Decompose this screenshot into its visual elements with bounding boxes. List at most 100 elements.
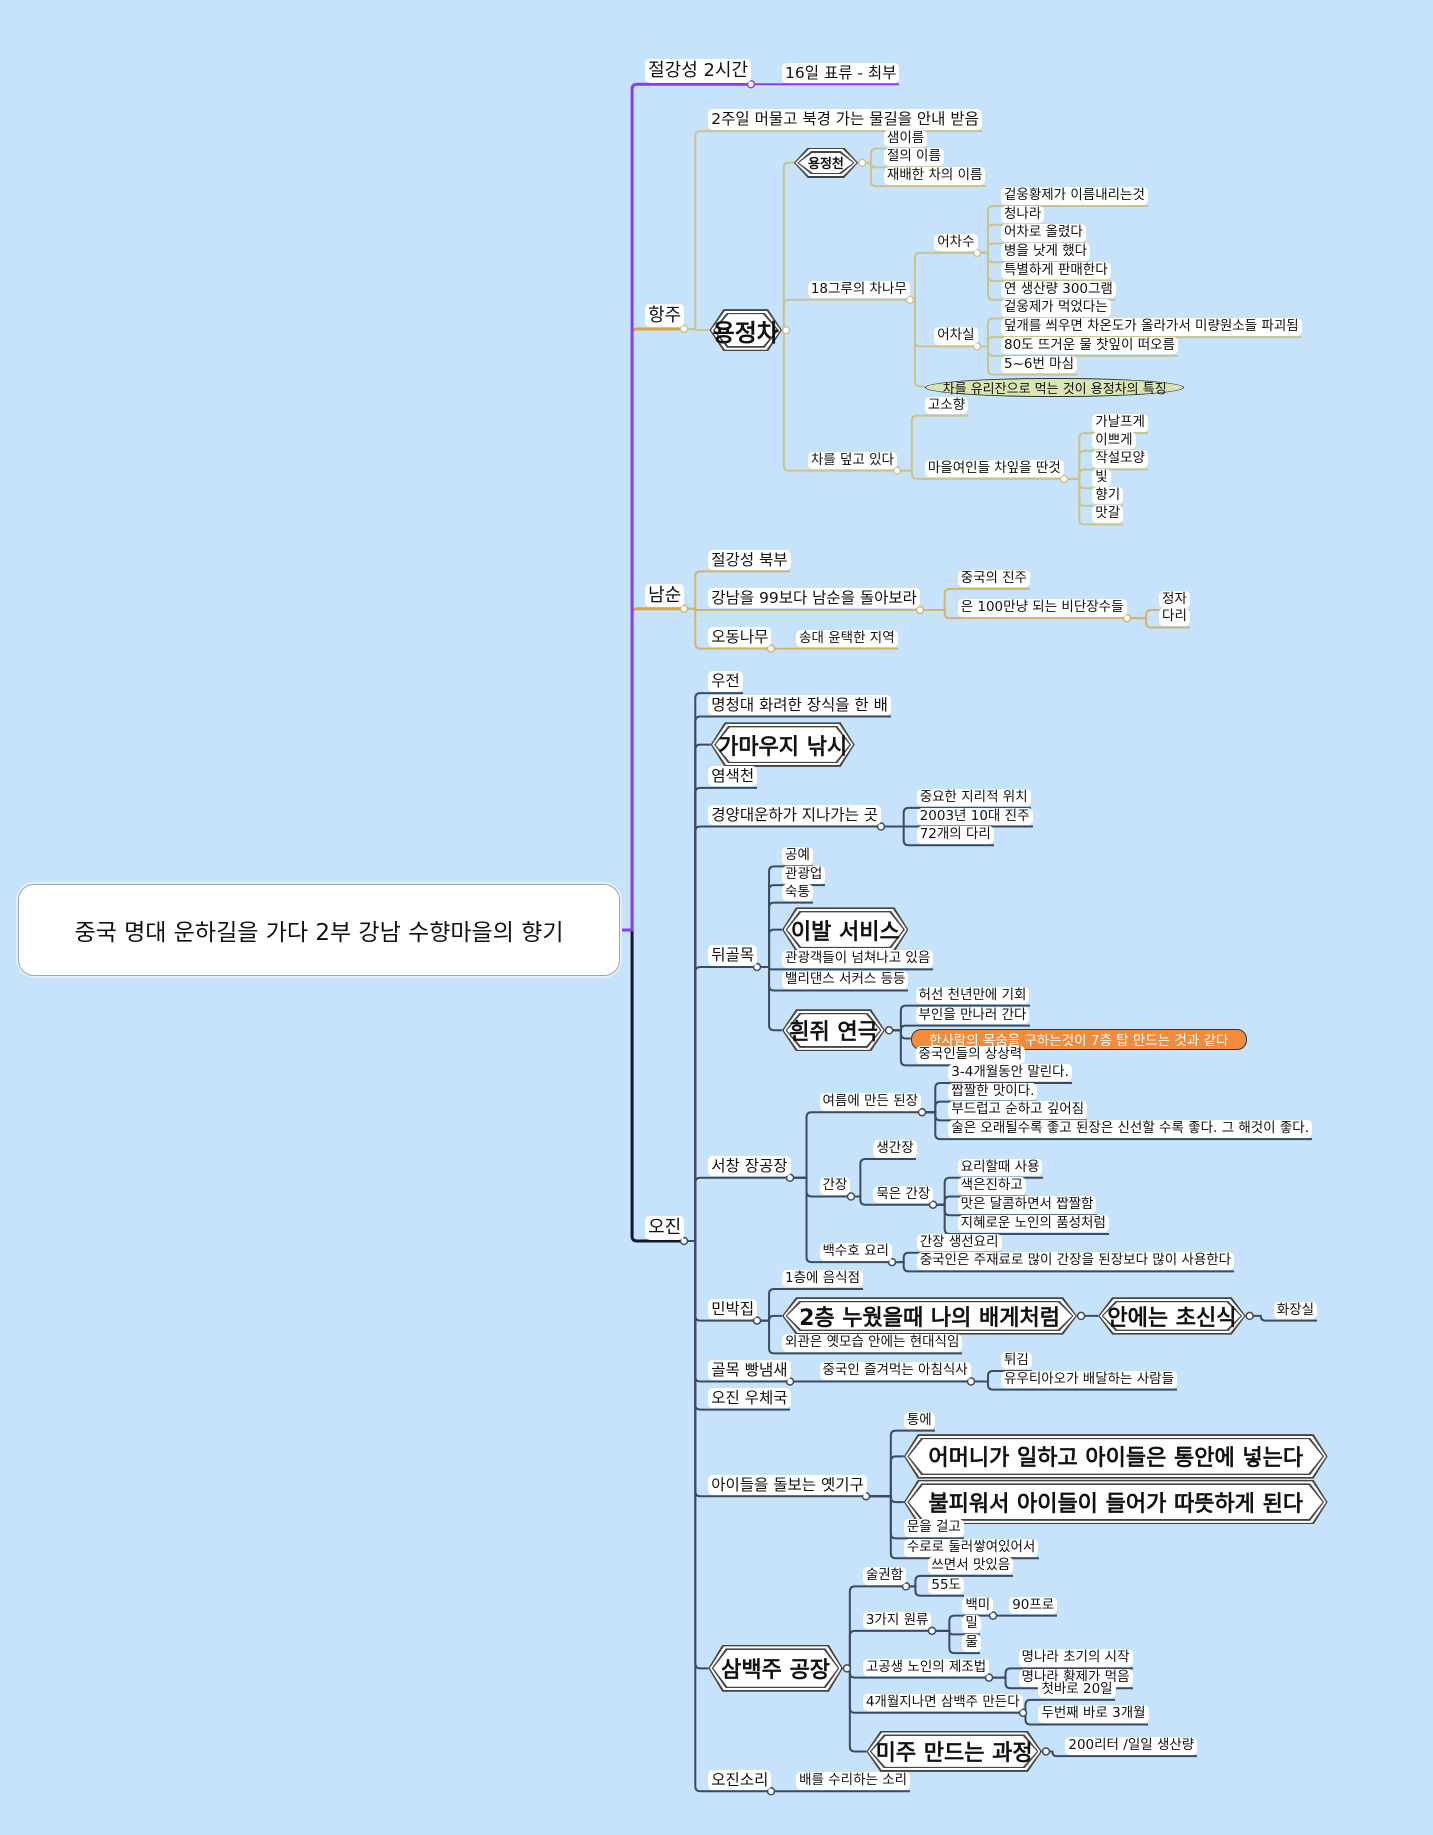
subtopic[interactable]: 빛 bbox=[1092, 469, 1111, 487]
subtopic[interactable]: 72개의 다리 bbox=[916, 826, 994, 844]
collapse-toggle[interactable] bbox=[928, 1200, 938, 1209]
subtopic[interactable]: 술권함 bbox=[862, 1567, 907, 1585]
subtopic[interactable]: 정자 bbox=[1159, 590, 1190, 609]
subtopic[interactable]: 부인을 만나러 간다 bbox=[915, 1006, 1030, 1025]
subtopic[interactable]: 오동나무 bbox=[708, 626, 772, 648]
collapse-toggle[interactable] bbox=[752, 962, 762, 972]
subtopic[interactable]: 첫바로 20일 bbox=[1038, 1680, 1116, 1699]
subtopic[interactable]: 2003년 10대 진주 bbox=[916, 807, 1033, 826]
hexagon-topic[interactable]: 이발 서비스 bbox=[782, 907, 908, 951]
subtopic[interactable]: 연 생산량 300그램 bbox=[1000, 280, 1116, 299]
subtopic[interactable]: 강남을 99보다 남순을 돌아보라 bbox=[708, 588, 920, 609]
subtopic[interactable]: 간장 bbox=[819, 1177, 851, 1195]
collapse-toggle[interactable] bbox=[887, 1257, 897, 1267]
subtopic[interactable]: 쓰면서 맛있음 bbox=[928, 1556, 1014, 1575]
subtopic[interactable]: 화장실 bbox=[1273, 1301, 1318, 1320]
subtopic[interactable]: 겉웅제가 먹었다는 bbox=[1000, 299, 1111, 317]
subtopic[interactable]: 90프로 bbox=[1009, 1596, 1058, 1615]
subtopic[interactable]: 특별하게 판매한다 bbox=[1000, 261, 1111, 280]
collapse-toggle[interactable] bbox=[884, 1026, 894, 1035]
collapse-toggle[interactable] bbox=[1076, 1311, 1086, 1321]
collapse-toggle[interactable] bbox=[905, 295, 915, 304]
subtopic[interactable]: 관광객들이 넘쳐나고 있음 bbox=[782, 950, 934, 968]
subtopic[interactable]: 작설모양 bbox=[1092, 450, 1148, 468]
subtopic[interactable]: 아이들을 돌보는 옛기구 bbox=[708, 1474, 867, 1495]
collapse-toggle[interactable] bbox=[892, 466, 902, 475]
subtopic[interactable]: 두번째 바로 3개월 bbox=[1038, 1705, 1149, 1723]
central-topic[interactable]: 중국 명대 운하길을 가다 2부 강남 수향마을의 향기 bbox=[18, 884, 620, 976]
collapse-toggle[interactable] bbox=[679, 324, 689, 334]
collapse-toggle[interactable] bbox=[1018, 1708, 1028, 1718]
subtopic[interactable]: 술은 오래될수록 좋고 된장은 신선할 수록 좋다. 그 해것이 좋다. bbox=[948, 1120, 1313, 1138]
subtopic[interactable]: 어차로 올렸다 bbox=[1000, 224, 1086, 242]
subtopic[interactable]: 공예 bbox=[782, 847, 813, 865]
collapse-toggle[interactable] bbox=[984, 1673, 994, 1682]
collapse-toggle[interactable] bbox=[1041, 1747, 1051, 1756]
subtopic[interactable]: 밸리댄스 서커스 등등 bbox=[782, 971, 909, 989]
subtopic[interactable]: 마을여인들 차잎을 딴것 bbox=[924, 459, 1064, 478]
subtopic[interactable]: 밀 bbox=[962, 1615, 981, 1633]
subtopic[interactable]: 맛갈 bbox=[1092, 505, 1124, 523]
collapse-toggle[interactable] bbox=[746, 80, 756, 89]
subtopic[interactable]: 부드럽고 순하고 깊어짐 bbox=[948, 1101, 1088, 1119]
collapse-toggle[interactable] bbox=[915, 605, 925, 615]
subtopic[interactable]: 허선 천년만에 기회 bbox=[915, 986, 1030, 1005]
subtopic[interactable]: 2주일 머물고 북경 가는 물길을 안내 받음 bbox=[708, 109, 982, 130]
subtopic[interactable]: 은 100만냥 되는 비단장수들 bbox=[957, 599, 1127, 617]
collapse-toggle[interactable] bbox=[679, 1236, 689, 1246]
subtopic[interactable]: 요리할때 사용 bbox=[957, 1158, 1043, 1177]
subtopic[interactable]: 오진 우체국 bbox=[708, 1387, 791, 1409]
collapse-toggle[interactable] bbox=[917, 1107, 927, 1117]
subtopic[interactable]: 수로로 둘러쌓여있어서 bbox=[903, 1539, 1039, 1557]
collapse-toggle[interactable] bbox=[766, 1787, 776, 1796]
subtopic[interactable]: 3-4개월동안 말린다. bbox=[948, 1063, 1072, 1082]
subtopic[interactable]: 배를 수리하는 소리 bbox=[796, 1772, 911, 1790]
subtopic[interactable]: 우전 bbox=[708, 671, 743, 692]
subtopic[interactable]: 5~6번 마심 bbox=[1000, 355, 1078, 374]
subtopic[interactable]: 색은진하고 bbox=[957, 1177, 1026, 1195]
subtopic[interactable]: 명청대 화려한 장식을 한 배 bbox=[708, 694, 891, 715]
main-branch-topic[interactable]: 항주 bbox=[645, 304, 685, 328]
subtopic[interactable]: 생간장 bbox=[873, 1139, 917, 1158]
subtopic[interactable]: 맛은 달콤하면서 짭짤함 bbox=[957, 1196, 1097, 1214]
subtopic[interactable]: 지혜로운 노인의 품성처럼 bbox=[957, 1214, 1109, 1233]
subtopic[interactable]: 고공생 노인의 제조법 bbox=[862, 1658, 990, 1677]
collapse-toggle[interactable] bbox=[781, 325, 791, 335]
subtopic[interactable]: 중국인은 주재료로 많이 간장을 된장보다 많이 사용한다 bbox=[916, 1252, 1235, 1270]
subtopic[interactable]: 어차수 bbox=[934, 233, 978, 252]
hexagon-topic[interactable]: 안에는 초신식 bbox=[1098, 1297, 1246, 1334]
collapse-toggle[interactable] bbox=[785, 1173, 795, 1183]
collapse-toggle[interactable] bbox=[846, 1192, 856, 1201]
subtopic[interactable]: 오진소리 bbox=[708, 1769, 772, 1790]
subtopic[interactable]: 겉웅황제가 이름내리는것 bbox=[1000, 187, 1148, 205]
collapse-toggle[interactable] bbox=[972, 248, 982, 258]
subtopic[interactable]: 1층에 음식점 bbox=[782, 1269, 864, 1288]
subtopic[interactable]: 통에 bbox=[903, 1411, 935, 1430]
subtopic[interactable]: 뒤골목 bbox=[708, 945, 758, 966]
subtopic[interactable]: 4개월지나면 삼백주 만든다 bbox=[862, 1693, 1023, 1712]
subtopic[interactable]: 샘이름 bbox=[883, 129, 928, 148]
hexagon-topic[interactable]: 불피워서 아이들이 들어가 따뜻하게 된다 bbox=[904, 1480, 1328, 1524]
subtopic[interactable]: 어차실 bbox=[934, 327, 978, 346]
subtopic[interactable]: 물 bbox=[962, 1634, 981, 1652]
highlighted-topic[interactable]: 한사람의 목숨을 구하는것이 7층 탑 만드는 것과 같다 bbox=[910, 1029, 1247, 1050]
hexagon-topic[interactable]: 어머니가 일하고 아이들은 통안에 넣는다 bbox=[904, 1434, 1328, 1478]
collapse-toggle[interactable] bbox=[679, 604, 689, 614]
collapse-toggle[interactable] bbox=[1059, 474, 1069, 484]
collapse-toggle[interactable] bbox=[966, 1377, 976, 1386]
subtopic[interactable]: 향기 bbox=[1092, 486, 1124, 505]
subtopic[interactable]: 차를 덮고 있다 bbox=[807, 451, 897, 470]
subtopic[interactable]: 외관은 옛모습 안에는 현대식임 bbox=[782, 1334, 963, 1352]
subtopic[interactable]: 명나라 초기의 시작 bbox=[1018, 1649, 1133, 1667]
subtopic[interactable]: 백수호 요리 bbox=[819, 1243, 892, 1261]
collapse-toggle[interactable] bbox=[901, 1582, 911, 1591]
collapse-toggle[interactable] bbox=[857, 158, 867, 167]
subtopic[interactable]: 덮개를 씌우면 차온도가 올라가서 미량원소들 파괴됨 bbox=[1000, 318, 1302, 336]
subtopic[interactable]: 다리 bbox=[1159, 608, 1190, 627]
collapse-toggle[interactable] bbox=[766, 644, 776, 653]
subtopic[interactable]: 중국인들의 상상력 bbox=[915, 1046, 1026, 1064]
hexagon-topic[interactable]: 용정차 bbox=[709, 309, 782, 351]
subtopic[interactable]: 가날프게 bbox=[1092, 414, 1148, 432]
subtopic[interactable]: 중국의 진주 bbox=[957, 569, 1031, 588]
hexagon-topic[interactable]: 2층 누웠을때 나의 배게처럼 bbox=[782, 1297, 1077, 1334]
